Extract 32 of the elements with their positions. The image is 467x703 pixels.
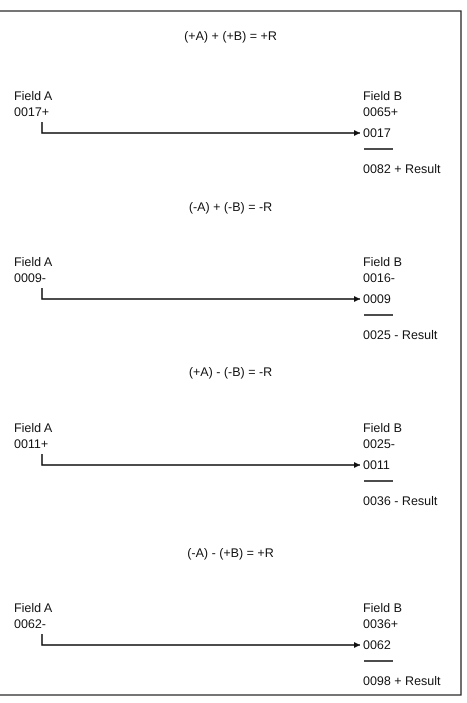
result-text: 0098 + Result [363,674,440,689]
arrow [41,634,360,648]
field-label: Field B [363,255,402,270]
field-value: 0062- [14,617,46,632]
result-text: 0036 - Result [363,494,438,509]
result-text: 0082 + Result [363,162,440,177]
equation-text: (-A) + (-B) = -R [188,200,274,215]
arrow [41,288,360,302]
field-value: 0009- [14,271,46,286]
operand-value: 0011 [363,458,390,473]
arrow [41,122,360,136]
field-label: Field A [14,601,52,616]
field-label: Field B [363,89,402,104]
operand-value: 0025- [363,437,395,452]
field-value: 0011+ [14,437,48,452]
equation-text: (+A) - (-B) = -R [188,365,274,380]
equation-text: (-A) - (+B) = +R [186,546,275,561]
equation-text: (+A) + (+B) = +R [183,29,278,44]
operand-value: 0016- [363,271,395,286]
operand-value: 0065+ [363,105,398,120]
field-label: Field A [14,255,52,270]
field-value: 0017+ [14,105,50,120]
operand-value: 0017 [363,126,391,141]
field-label: Field B [363,601,402,616]
operand-value: 0009 [363,292,391,307]
operand-value: 0036+ [363,617,398,632]
result-text: 0025 - Result [363,328,438,343]
arrow [41,454,360,468]
field-label: Field B [363,421,402,436]
field-label: Field A [14,89,52,104]
operand-value: 0062 [363,638,391,653]
field-label: Field A [14,421,52,436]
